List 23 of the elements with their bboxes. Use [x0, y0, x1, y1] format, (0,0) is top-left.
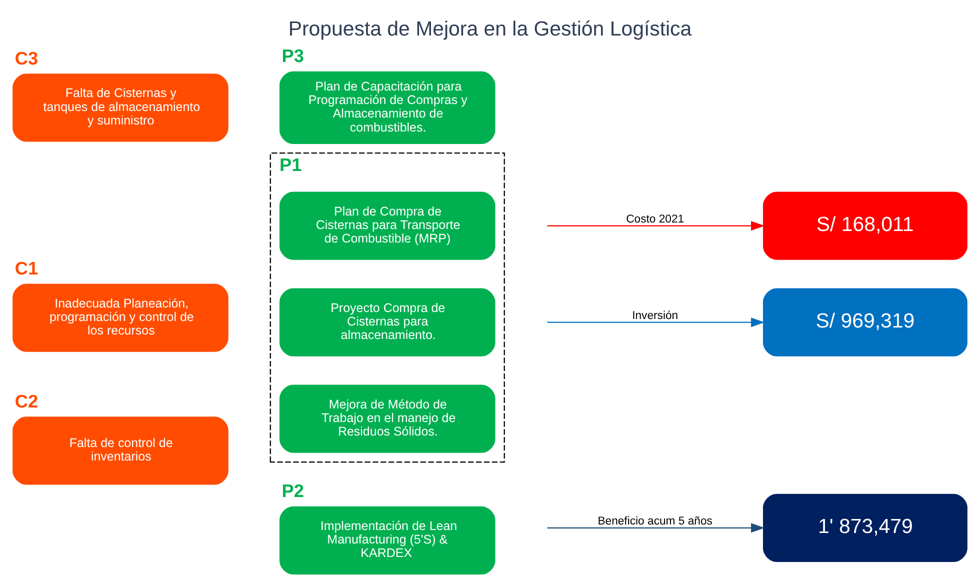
diagram-title: Propuesta de Mejora en la Gestión Logística	[288, 16, 692, 40]
node-box: Falta de Cisternas y tanques de almacenamiento y suministro	[12, 73, 228, 142]
node-box: Implementación de Lean Manufacturing (5'S) & KARDEX	[279, 506, 496, 574]
node-box: Mejora de Método de Trabajo en el manejo de Residuos Sólidos.	[279, 384, 496, 452]
node-box: Inadecuada Planeación, programación y control de los recursos	[12, 283, 228, 352]
node-label: P3	[282, 46, 304, 66]
edge-label: Inversión	[632, 309, 678, 322]
node-label: C2	[14, 390, 38, 411]
node-box: Plan de Compra de Cisternas para Transporte de Combustible (MRP)	[279, 191, 496, 260]
node-label: C3	[14, 48, 38, 68]
arrow	[547, 220, 765, 230]
arrow	[547, 522, 765, 532]
node-box: S/ 168,011	[762, 191, 968, 260]
node-box: 1' 873,479	[762, 493, 968, 562]
node-box: Plan de Capacitación para Programación de Compras y Almacenamiento de combustibles.	[279, 70, 496, 144]
node-box: Proyecto Compra de Cisternas para almacenamiento.	[279, 288, 496, 356]
node-label: P2	[282, 480, 304, 500]
edge-label: Beneficio acum 5 años	[598, 514, 712, 527]
edge-label: Costo 2021	[626, 212, 684, 225]
node-box: S/ 969,319	[762, 288, 968, 356]
node-box: Falta de control de inventarios	[12, 416, 228, 484]
arrow	[547, 317, 765, 327]
node-label: C1	[14, 258, 38, 278]
